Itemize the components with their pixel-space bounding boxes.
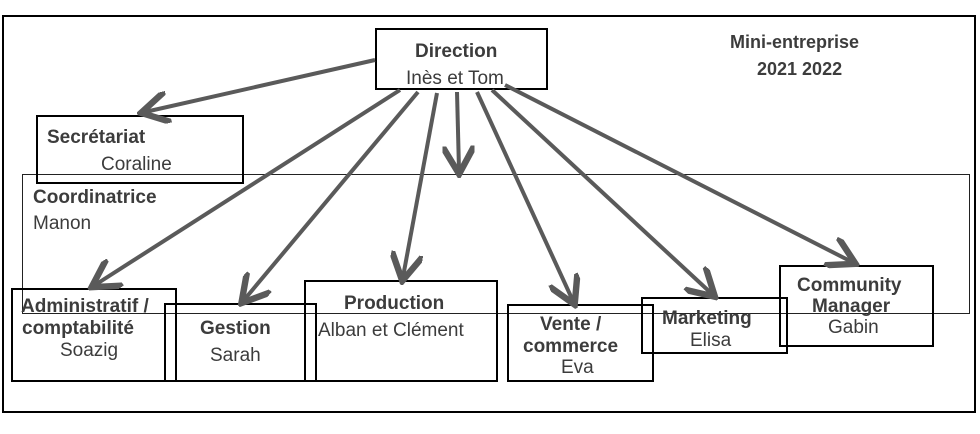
arrow-to-marketing <box>490 88 712 294</box>
arrow-to-administratif <box>95 88 402 285</box>
arrow-to-community <box>504 83 852 262</box>
secretariat-role: Secrétariat <box>47 127 146 148</box>
arrow-to-secretariat <box>145 58 376 112</box>
arrow-to-gestion <box>244 90 420 300</box>
coordinatrice-names: Manon <box>33 213 92 234</box>
direction-names: Inès et Tom <box>406 68 504 89</box>
vente-names: Eva <box>561 357 594 378</box>
administratif-role-line1: Administratif / <box>21 296 149 317</box>
coordinatrice-role: Coordinatrice <box>33 187 157 208</box>
diagram-frame <box>2 15 976 413</box>
community-names: Gabin <box>828 317 879 338</box>
gestion-role: Gestion <box>200 318 271 339</box>
title-line2: 2021 2022 <box>757 59 843 79</box>
production-role: Production <box>344 293 445 314</box>
vente-role-line1: Vente / <box>540 314 602 335</box>
community-role-line2: Manager <box>812 296 891 317</box>
direction-role: Direction <box>415 41 498 62</box>
secretariat-names: Coraline <box>101 154 172 175</box>
arrow-to-vente <box>475 91 573 301</box>
administratif-role-line2: comptabilité <box>22 318 134 339</box>
marketing-names: Elisa <box>690 330 732 351</box>
administratif-names: Soazig <box>60 340 119 361</box>
vente-role-line2: commerce <box>523 336 619 357</box>
marketing-role: Marketing <box>662 308 752 329</box>
direction-box <box>375 28 548 90</box>
arrow-to-coordinatrice <box>457 91 459 170</box>
arrow-to-production <box>403 92 439 277</box>
community-role-line1: Community <box>797 275 902 296</box>
title-line1: Mini-entreprise <box>730 32 860 52</box>
production-names: Alban et Clément <box>318 320 464 341</box>
gestion-names: Sarah <box>210 345 261 366</box>
